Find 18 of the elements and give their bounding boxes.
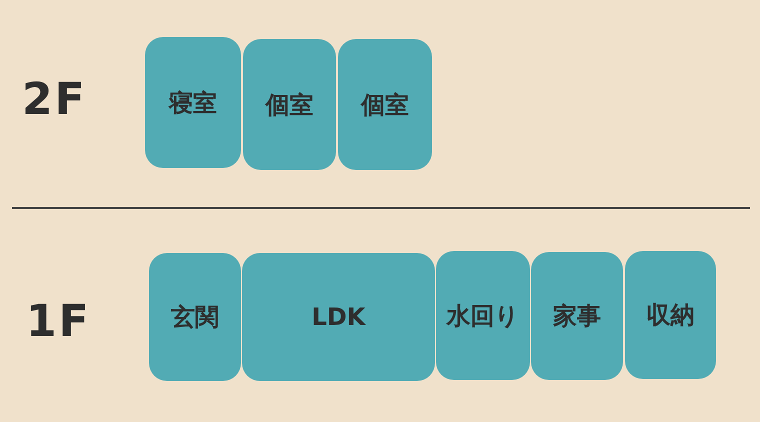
room-box xyxy=(531,252,623,380)
room-box xyxy=(243,39,336,170)
room-name: 個室 xyxy=(266,90,314,120)
room-name: 水回り xyxy=(446,300,520,332)
room-box xyxy=(145,37,241,168)
room-name: LDK xyxy=(312,303,366,331)
room-name: 収納 xyxy=(646,300,694,331)
room-box xyxy=(242,253,435,381)
room-box xyxy=(436,251,530,380)
floor-label: 1F xyxy=(26,296,91,347)
room-name: 寝室 xyxy=(169,88,217,118)
room-name: 家事 xyxy=(553,301,601,332)
room-name: 玄関 xyxy=(171,302,219,333)
room-box xyxy=(625,251,716,379)
room-box xyxy=(338,39,432,170)
floor-label: 2F xyxy=(22,74,87,125)
room-name: 個室 xyxy=(361,90,409,120)
room-box xyxy=(149,253,241,381)
